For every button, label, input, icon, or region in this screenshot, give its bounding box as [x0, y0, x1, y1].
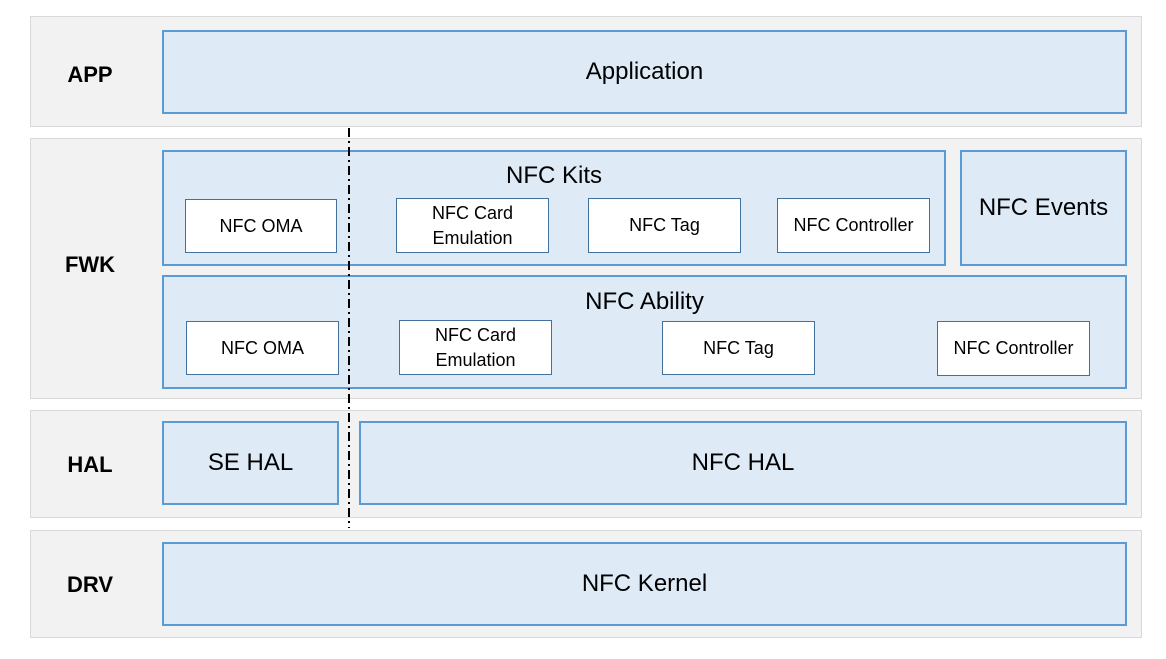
nfc-hal-label: NFC HAL — [691, 449, 795, 476]
kits-nfc-controller-module: NFC Controller — [777, 198, 930, 253]
nfc-kernel-label: NFC Kernel — [581, 570, 708, 597]
nfc-kernel-box: NFC Kernel — [162, 542, 1127, 626]
application-label: Application — [585, 58, 704, 85]
nfc-events-label: NFC Events — [978, 194, 1109, 221]
nfc-kits-title: NFC Kits — [506, 162, 602, 189]
kits-nfc-tag-module: NFC Tag — [588, 198, 741, 253]
ability-nfc-tag-module: NFC Tag — [662, 321, 815, 375]
se-separator-line — [348, 128, 350, 528]
ability-nfc-controller-module: NFC Controller — [937, 321, 1090, 376]
se-hal-box: SE HAL — [162, 421, 339, 505]
application-box: Application — [162, 30, 1127, 114]
nfc-ability-box: NFC Ability NFC OMA NFC Card Emulation N… — [162, 275, 1127, 389]
app-layer-label: APP — [67, 62, 113, 87]
nfc-ability-title: NFC Ability — [585, 288, 704, 315]
ability-nfc-oma-module: NFC OMA — [186, 321, 339, 375]
kits-nfc-card-emulation-module: NFC Card Emulation — [396, 198, 549, 253]
nfc-hal-box: NFC HAL — [359, 421, 1127, 505]
ability-nfc-card-emulation-module: NFC Card Emulation — [399, 320, 552, 375]
kits-nfc-oma-module: NFC OMA — [185, 199, 337, 253]
fwk-layer-label: FWK — [64, 252, 116, 277]
hal-layer-label: HAL — [67, 452, 113, 477]
drv-layer-label: DRV — [66, 572, 114, 597]
se-hal-label: SE HAL — [207, 449, 294, 476]
nfc-events-box: NFC Events — [960, 150, 1127, 266]
nfc-kits-box: NFC Kits NFC OMA NFC Card Emulation NFC … — [162, 150, 946, 266]
